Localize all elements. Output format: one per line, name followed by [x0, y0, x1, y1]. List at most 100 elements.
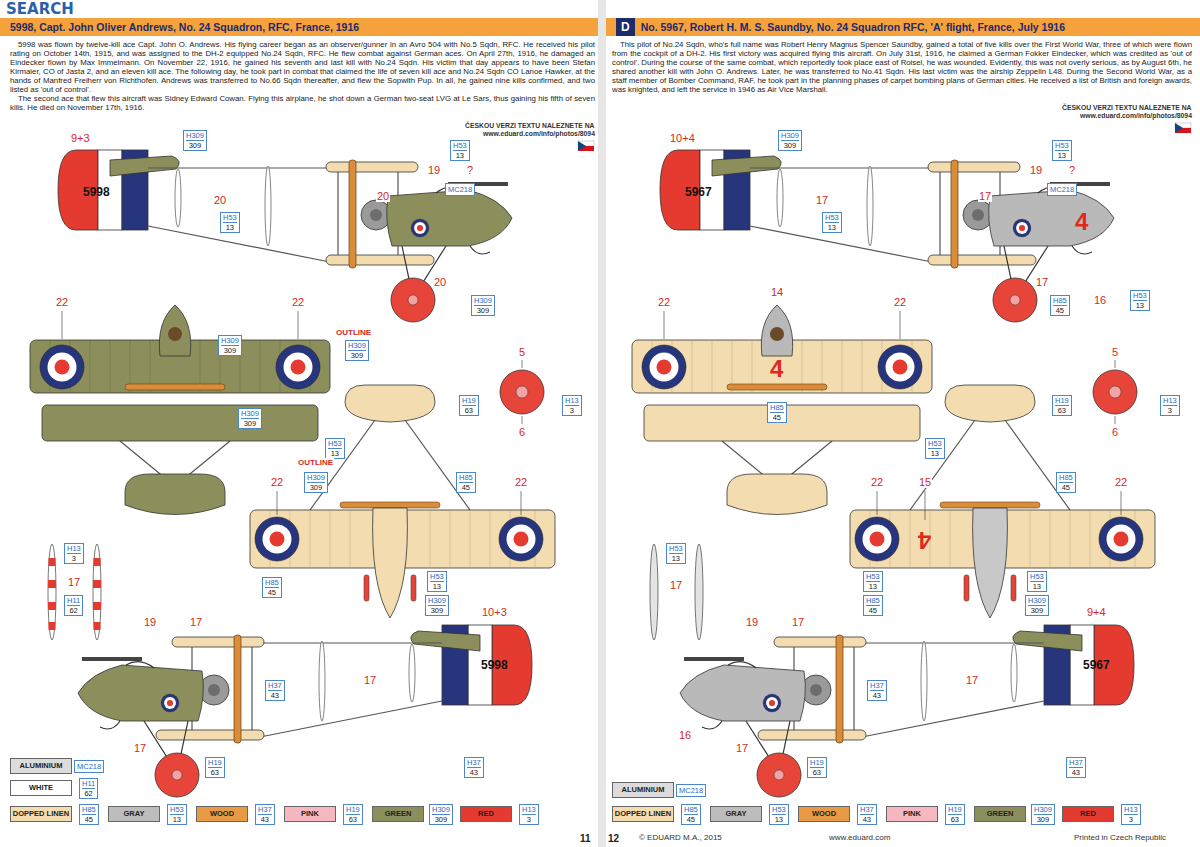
legend-text: RED [1080, 809, 1096, 818]
color-code-box: H8545 [262, 577, 282, 598]
callout-number: 16 [1093, 294, 1107, 306]
color-code: H37 [268, 681, 282, 691]
callout-number: 5 [518, 346, 526, 358]
legend-text: WHITE [29, 783, 53, 792]
callout-number: 17 [669, 579, 683, 591]
serial-number: 5967 [1083, 659, 1110, 672]
callout-number: 17 [133, 742, 147, 754]
color-code: 309 [428, 606, 446, 615]
color-code: H85 [82, 805, 96, 815]
color-code: H85 [265, 578, 279, 588]
page-number: 12 [608, 833, 619, 844]
footer-text: © EDUARD M.A., 2015 [639, 833, 722, 843]
color-code: MC218 [1050, 184, 1074, 195]
color-code: H19 [1055, 396, 1069, 406]
serial-number: 5998 [481, 659, 508, 672]
callout-number: 20 [376, 190, 390, 202]
color-swatch: DOPPED LINEN [612, 806, 674, 822]
color-code: 45 [265, 588, 279, 597]
color-code: H19 [346, 805, 360, 815]
color-code-box: H3743 [255, 804, 275, 825]
color-code: 13 [430, 582, 444, 591]
legend-text: ALUMINIUM [20, 761, 63, 770]
page-gutter [598, 0, 606, 847]
color-code-box: H5313 [220, 212, 240, 233]
serial-number: 5967 [685, 186, 712, 199]
color-swatch: RED [460, 806, 512, 822]
color-code: 309 [241, 419, 259, 428]
color-code: H85 [459, 473, 473, 483]
color-code-box: H5313 [167, 804, 187, 825]
color-code: H37 [467, 758, 481, 768]
color-swatch: WHITE [10, 780, 72, 796]
color-code: H37 [1069, 758, 1083, 768]
color-code-box: H8545 [79, 804, 99, 825]
callout-number: 17 [791, 616, 805, 628]
color-code: H53 [1030, 572, 1044, 582]
outline-note: OUTLINE [335, 328, 372, 337]
color-swatch: WOOD [196, 806, 248, 822]
color-code: 309 [348, 351, 366, 360]
color-code: 45 [770, 413, 784, 422]
color-code-box: H5313 [822, 212, 842, 233]
color-swatch: RED [1062, 806, 1114, 822]
top-view [632, 305, 932, 515]
czech-note: www.eduard.com/info/photos/8094 [1080, 112, 1192, 120]
leader-line [1121, 491, 1122, 515]
color-code: H53 [430, 572, 444, 582]
color-code: H19 [462, 396, 476, 406]
color-code: H309 [428, 596, 446, 606]
color-code-box: H3743 [1066, 757, 1086, 778]
color-code-box: H309309 [183, 130, 207, 151]
color-code: H19 [208, 758, 222, 768]
legend-text: WOOD [812, 809, 836, 818]
color-code: 3 [1163, 406, 1177, 415]
color-code-box: H8545 [456, 472, 476, 493]
color-code-box: H1162 [64, 595, 83, 616]
color-code-box: H8545 [863, 595, 883, 616]
color-code-box: H8545 [767, 402, 787, 423]
callout-number: 20 [433, 276, 447, 288]
callout-number: 22 [1114, 476, 1128, 488]
color-code-box: MC218 [1047, 183, 1077, 196]
color-code: 45 [684, 815, 698, 824]
color-code-box: H1963 [807, 757, 827, 778]
color-code: 45 [1053, 306, 1067, 315]
description-text: The second ace that flew this aircraft w… [10, 94, 595, 112]
callout-number: 16 [678, 729, 692, 741]
side-view [660, 150, 1114, 322]
footer-text: Printed in Czech Republic [1074, 833, 1166, 843]
color-code: H37 [258, 805, 272, 815]
legend-text: ALUMINIUM [622, 785, 665, 794]
color-code-box: H309309 [304, 472, 328, 493]
color-code-box: H5313 [925, 438, 945, 459]
color-code-box: H309309 [778, 130, 802, 151]
color-code-box: H1963 [343, 804, 363, 825]
color-code: H309 [241, 409, 259, 419]
color-code: H19 [948, 805, 962, 815]
color-code: MC218 [679, 785, 703, 796]
side-view [78, 625, 532, 797]
color-code: 309 [221, 346, 239, 355]
color-code: H37 [870, 681, 884, 691]
color-swatch: DOPPED LINEN [10, 806, 72, 822]
color-code: 13 [170, 815, 184, 824]
strut-detail [650, 544, 658, 640]
color-code-box: MC218 [676, 784, 706, 797]
color-code: 13 [772, 815, 786, 824]
color-code: H85 [684, 805, 698, 815]
callout-number: 22 [291, 296, 305, 308]
leader-line [877, 491, 878, 515]
color-code: 43 [1069, 768, 1083, 777]
top-view [30, 305, 330, 515]
color-code: H53 [669, 544, 683, 554]
color-code: H85 [1059, 473, 1073, 483]
callout-number: ? [466, 164, 474, 176]
color-code-box: H5313 [863, 571, 883, 592]
color-code-box: H133 [1121, 804, 1141, 825]
color-code: 63 [462, 406, 476, 415]
color-code-box: H1162 [79, 778, 98, 799]
legend-text: RED [478, 809, 494, 818]
color-swatch: PINK [284, 806, 336, 822]
